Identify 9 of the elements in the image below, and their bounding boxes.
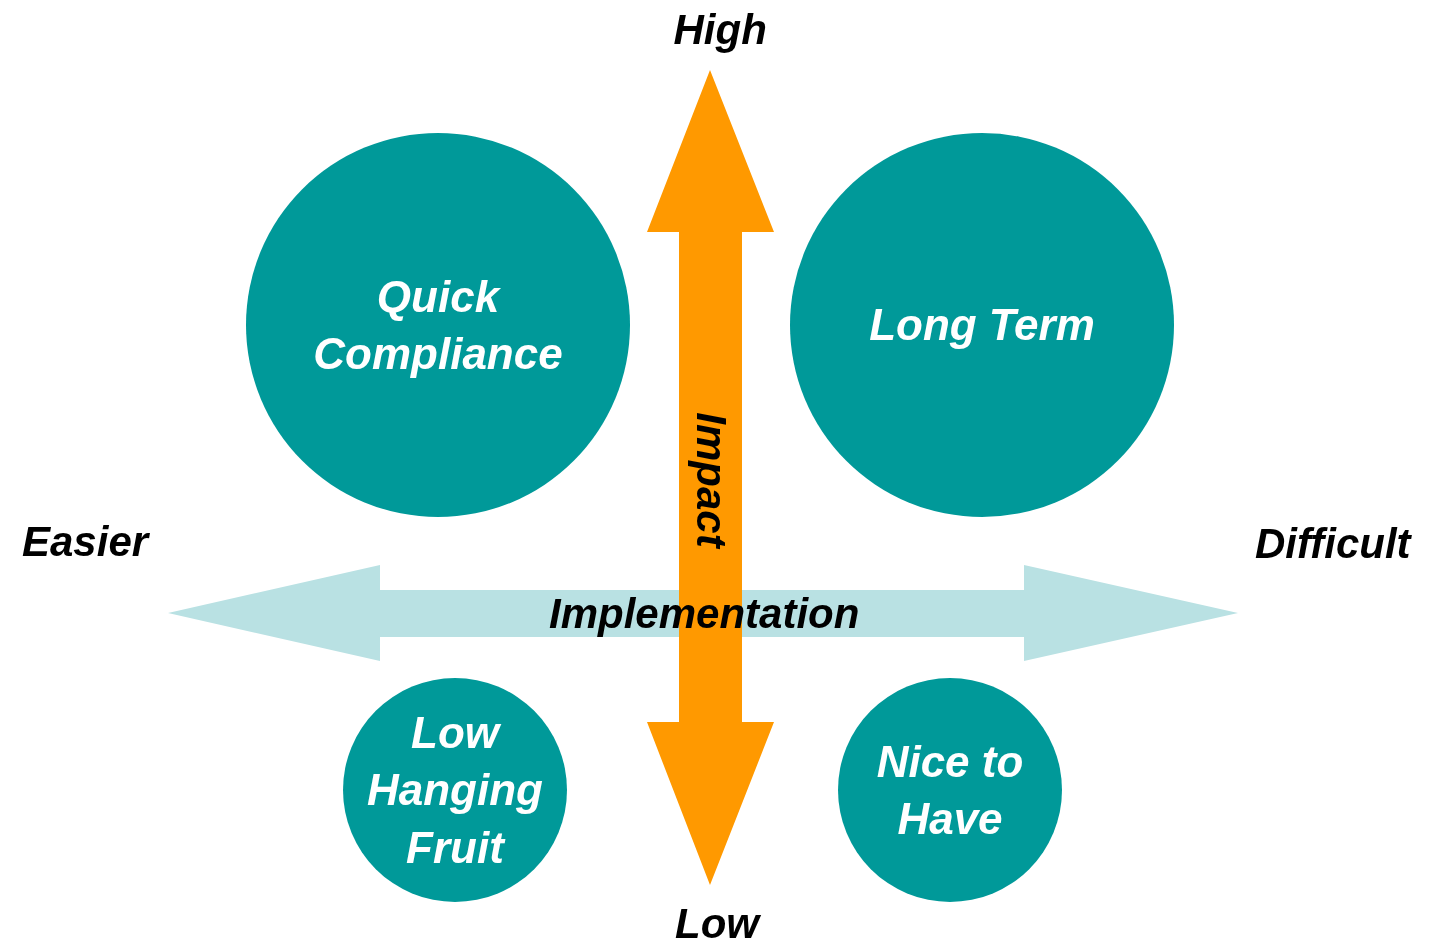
quadrant-label: Quick Compliance (312, 270, 564, 380)
quadrant-label: Low Hanging Fruit (366, 707, 544, 874)
axis-title: Impact (689, 412, 732, 548)
quadrant-label: Nice to Have (875, 735, 1025, 845)
axis-end-label: High (673, 9, 767, 51)
quadrant-label: Long Term (869, 299, 1095, 352)
axis-end-label: Easier (22, 521, 149, 563)
axis-end-label: Low (675, 903, 759, 945)
axis-end-label: Difficult (1255, 523, 1411, 565)
